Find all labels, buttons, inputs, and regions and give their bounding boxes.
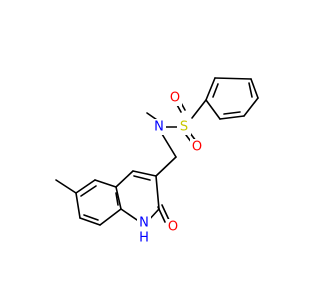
bond [80,185,97,197]
bond [75,192,81,219]
bond [115,186,122,210]
bond [243,97,259,117]
bond [214,77,252,80]
carbonyl-oxygen-atom: O [166,219,180,235]
bond [83,214,99,221]
bond [157,206,166,223]
bond [132,170,157,177]
ring-nitrogen-atom: N H [137,215,151,246]
nitrogen-atom: N [152,119,166,135]
sulfur-atom: S [177,119,191,135]
bond [212,83,219,98]
bond [248,82,253,98]
bond [115,170,134,188]
chemical-structure: S O O N N H O [55,77,259,246]
bond [99,208,122,226]
nitrogen-label: N [154,120,164,135]
bond [205,99,221,120]
bond [133,175,151,181]
bond [75,179,96,194]
bonds [55,77,259,226]
bond [115,192,119,206]
oxygen-bottom-label: O [192,140,202,155]
bond [205,77,216,101]
carbonyl-oxygen-label: O [168,220,178,235]
bond [219,115,245,120]
bond [55,179,77,194]
oxygen-atom-top: O [168,90,182,106]
oxygen-atom-bottom: O [190,139,204,155]
atom-labels: S O O N N H O [137,90,204,246]
bond [191,99,207,119]
bond [120,208,141,223]
bond [250,78,259,99]
bond [155,175,160,210]
bond [155,156,177,177]
bond [223,111,241,115]
oxygen-top-label: O [170,91,180,106]
bond [79,217,101,226]
bond [161,204,170,221]
bond [161,133,177,158]
ring-hydrogen-label: H [139,231,149,246]
ring-nitrogen-label: N [139,216,149,231]
bond [94,179,117,188]
sulfur-label: S [180,120,188,135]
